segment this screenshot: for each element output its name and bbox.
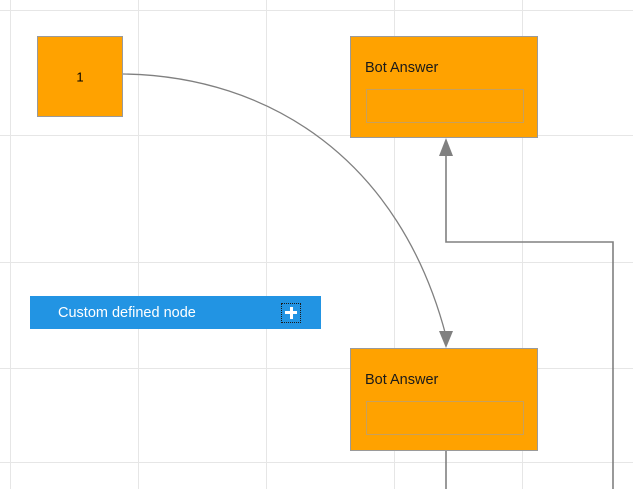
- plus-icon[interactable]: [281, 302, 301, 323]
- node-1[interactable]: 1: [37, 36, 123, 117]
- node-bot-answer-top[interactable]: Bot Answer: [350, 36, 538, 138]
- grid-line-horizontal: [0, 462, 633, 463]
- node-title: Bot Answer: [365, 60, 439, 76]
- node-1-label: 1: [76, 69, 84, 84]
- node-answer-slot[interactable]: [366, 89, 524, 123]
- grid-line-vertical: [266, 0, 267, 489]
- custom-defined-node-button[interactable]: Custom defined node: [30, 296, 321, 329]
- grid-line-horizontal: [0, 135, 633, 136]
- grid-line-vertical: [138, 0, 139, 489]
- node-title: Bot Answer: [365, 372, 439, 388]
- custom-defined-node-label: Custom defined node: [58, 304, 196, 321]
- grid-line-horizontal: [0, 368, 633, 369]
- grid-line-horizontal: [0, 262, 633, 263]
- grid-line-horizontal: [0, 10, 633, 11]
- node-answer-slot[interactable]: [366, 401, 524, 435]
- grid-line-vertical: [10, 0, 11, 489]
- node-bot-answer-bottom[interactable]: Bot Answer: [350, 348, 538, 451]
